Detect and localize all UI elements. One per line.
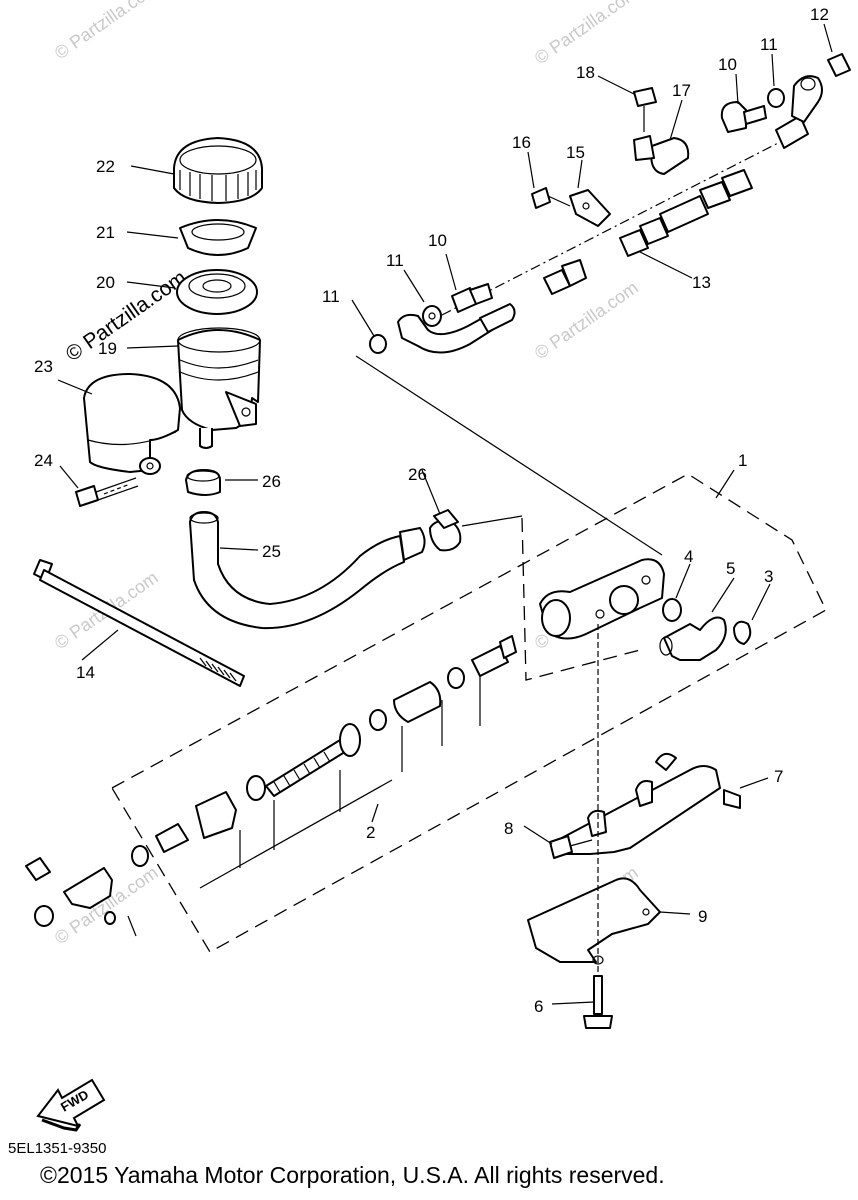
callout-19: 19 — [98, 339, 117, 358]
watermark: © Partzilla.com — [51, 0, 162, 63]
reservoir-link-line — [521, 517, 641, 681]
callout-5: 5 — [726, 559, 735, 578]
diaphragm-plate-21 — [179, 219, 257, 256]
circlip-12 — [827, 53, 851, 77]
reservoir-hose-25 — [189, 511, 426, 630]
watermark: © Partzilla.com — [531, 0, 642, 68]
callout-7: 7 — [774, 767, 783, 786]
callout-22: 22 — [96, 157, 115, 176]
callout-20: 20 — [96, 273, 115, 292]
brake-hose-13 — [397, 75, 823, 354]
callout-10-right: 10 — [718, 55, 737, 74]
master-cylinder-body-1 — [539, 558, 665, 640]
circlip-3 — [733, 620, 752, 645]
callout-2: 2 — [366, 823, 375, 842]
o-ring-4 — [662, 598, 682, 622]
watermark: © Partzilla.com — [531, 277, 642, 363]
callout-3: 3 — [764, 567, 773, 586]
piston-kit-2 — [131, 635, 517, 889]
diaphragm-20 — [176, 269, 258, 315]
callout-26-upper: 26 — [262, 472, 281, 491]
bracket-7 — [557, 752, 741, 855]
fwd-arrow-icon: FWD — [36, 1078, 106, 1132]
callout-11-mid: 11 — [386, 251, 404, 270]
bolt-18 — [633, 87, 657, 132]
bolt-24 — [75, 477, 139, 507]
callout-13: 13 — [692, 273, 711, 292]
leader-lines — [57, 23, 833, 1005]
assembly-1-outline — [111, 473, 827, 953]
hose-guide-15 — [569, 189, 611, 227]
callout-16: 16 — [512, 133, 531, 152]
reservoir-cap-22 — [173, 137, 263, 204]
washers-11 — [369, 88, 785, 354]
hose-clamp-17 — [633, 135, 690, 175]
callout-10-left: 10 — [428, 231, 447, 250]
callout-17: 17 — [672, 81, 691, 100]
heat-shield-9 — [527, 877, 661, 965]
bolt-8 — [549, 835, 593, 859]
callout-labels: 22 21 20 19 23 24 26 25 26 14 11 11 10 1… — [34, 5, 829, 1016]
callout-8: 8 — [504, 819, 513, 838]
hose-joint-5 — [659, 616, 727, 661]
callout-9: 9 — [698, 907, 707, 926]
cable-tie-14 — [33, 559, 245, 687]
union-bolts-10 — [451, 101, 767, 313]
callout-26-lower: 26 — [408, 465, 427, 484]
clip-26-upper — [185, 469, 221, 496]
callout-14: 14 — [76, 663, 95, 682]
callout-18: 18 — [576, 63, 595, 82]
hose-link-line — [355, 355, 663, 556]
callout-24: 24 — [34, 451, 53, 470]
copyright-notice: ©2015 Yamaha Motor Corporation, U.S.A. A… — [40, 1162, 665, 1188]
clevis-pin-parts — [25, 857, 137, 937]
clip-26-lower — [429, 509, 462, 552]
callout-11-left: 11 — [322, 287, 340, 306]
callout-23: 23 — [34, 357, 53, 376]
callout-1: 1 — [738, 451, 747, 470]
callout-11-right: 11 — [760, 35, 778, 54]
callout-21: 21 — [96, 223, 115, 242]
diagram-part-code: 5EL1351-9350 — [8, 1140, 107, 1157]
bolt-6 — [583, 624, 613, 1029]
reservoir-cover-23 — [83, 373, 181, 475]
bolt-16 — [531, 187, 571, 209]
callout-12: 12 — [810, 5, 829, 24]
watermark-main: © Partzilla.com — [62, 266, 191, 366]
callout-4: 4 — [684, 547, 693, 566]
callout-6: 6 — [534, 997, 543, 1016]
callout-15: 15 — [566, 143, 585, 162]
reservoir-19 — [177, 327, 261, 449]
callout-25: 25 — [262, 542, 281, 561]
